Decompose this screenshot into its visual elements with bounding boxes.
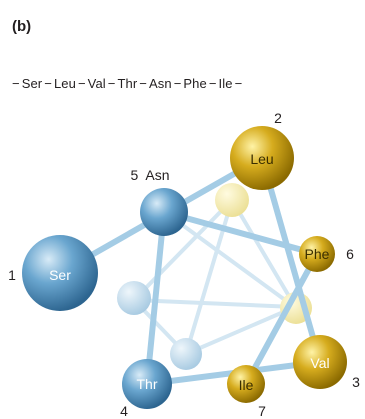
back-sphere-upper-gold <box>215 183 249 217</box>
panel-label: (b) <box>12 18 32 35</box>
residue-val-label: Val <box>310 355 329 371</box>
back-sphere-left-blue <box>117 281 151 315</box>
residue-leu-sphere <box>230 126 294 190</box>
residue-leu-number: 2 <box>274 110 282 126</box>
residue-ser-label: Ser <box>49 267 71 283</box>
sequence-dash: − <box>208 76 217 91</box>
sequence-dash: − <box>77 76 86 91</box>
amino-acid-sequence: −Ser−Leu−Val−Thr−Asn−Phe−Ile− <box>10 76 244 91</box>
residue-asn-sphere <box>140 188 188 236</box>
sequence-dash: − <box>173 76 182 91</box>
residue-val-sphere <box>293 335 347 389</box>
sequence-residue-asn: Asn <box>148 76 172 91</box>
residue-phe-sphere <box>299 236 335 272</box>
sequence-residue-val: Val <box>87 76 106 91</box>
residue-thr-number: 4 <box>120 403 128 419</box>
sequence-dash: − <box>139 76 147 91</box>
residue-thr-label: Thr <box>137 376 158 392</box>
sequence-dash: − <box>12 76 20 91</box>
residue-ser-number: 1 <box>8 267 16 283</box>
residue-asn-name: Asn <box>145 167 169 183</box>
sequence-dash: − <box>107 76 116 91</box>
rod-phe-ile <box>243 251 320 387</box>
sequence-dash: − <box>44 76 52 91</box>
rod-thr-asn <box>144 209 167 387</box>
sequence-residue-leu: Leu <box>53 76 76 91</box>
residue-phe-number: 6 <box>346 246 354 262</box>
sequence-residue-ser: Ser <box>21 76 43 91</box>
residue-thr-sphere <box>122 359 172 409</box>
residue-phe-label: Phe <box>305 246 330 262</box>
residue-val-number: 3 <box>352 374 360 390</box>
rod-leu-val <box>259 155 323 365</box>
sequence-residue-ile: Ile <box>218 76 233 91</box>
residue-ile-sphere <box>227 365 265 403</box>
sequence-residue-thr: Thr <box>117 76 138 91</box>
residue-ile-label: Ile <box>239 377 254 393</box>
residue-leu-label: Leu <box>250 151 273 167</box>
residue-ile-number: 7 <box>258 403 266 419</box>
residue-ser-sphere <box>22 235 98 311</box>
sequence-dash: − <box>234 76 243 91</box>
residue-asn-caption: 5 Asn <box>130 167 169 183</box>
sequence-residue-phe: Phe <box>183 76 207 91</box>
rod-asn-phe <box>161 209 320 257</box>
back-sphere-lower-blue <box>170 338 202 370</box>
residue-asn-number: 5 <box>130 167 138 183</box>
